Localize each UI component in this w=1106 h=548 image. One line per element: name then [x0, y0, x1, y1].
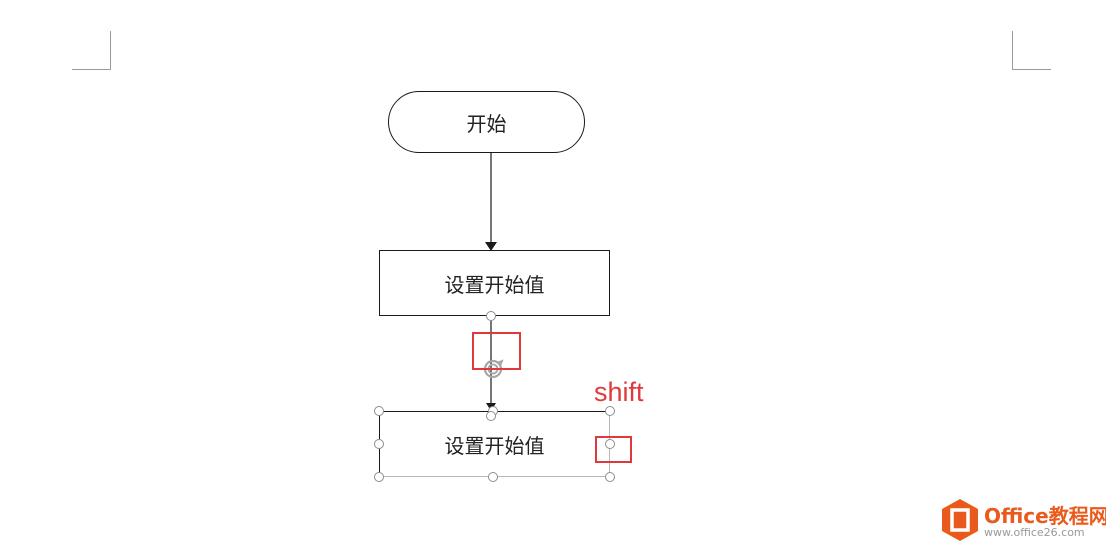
page-corner-mark-top-left-horizontal: [72, 69, 111, 70]
start-node-label: 开始: [466, 111, 507, 136]
connector-end-handle[interactable]: [486, 411, 496, 421]
resize-handle-bottom-right[interactable]: [605, 472, 615, 482]
connector-start-handle[interactable]: [486, 311, 496, 321]
selected-process-node[interactable]: 设置开始值: [379, 411, 610, 477]
page-corner-mark-top-right-horizontal: [1012, 69, 1051, 70]
office-logo-icon: [942, 499, 978, 541]
resize-handle-middle-left[interactable]: [374, 439, 384, 449]
resize-handle-middle-right[interactable]: [605, 439, 615, 449]
watermark-url: www.office26.com: [984, 526, 1085, 539]
watermark-brand: Office教程网: [984, 504, 1106, 528]
start-terminal-node[interactable]: 开始: [388, 91, 585, 153]
page-corner-mark-top-left-vertical: [110, 31, 111, 69]
resize-handle-bottom-left[interactable]: [374, 472, 384, 482]
shift-annotation: shift: [594, 377, 644, 407]
selected-process-node-label: 设置开始值: [444, 433, 545, 458]
process-node-label: 设置开始值: [444, 272, 545, 297]
page-corner-mark-top-right-vertical: [1012, 31, 1013, 69]
resize-handle-bottom-center[interactable]: [488, 472, 498, 482]
process-node[interactable]: 设置开始值: [379, 250, 610, 316]
highlight-box-resize-handle: [595, 436, 632, 463]
resize-handle-top-left[interactable]: [374, 406, 384, 416]
highlight-box-connector: [472, 332, 521, 370]
resize-handle-top-right[interactable]: [605, 406, 615, 416]
arrowhead-to-process: [485, 242, 497, 251]
